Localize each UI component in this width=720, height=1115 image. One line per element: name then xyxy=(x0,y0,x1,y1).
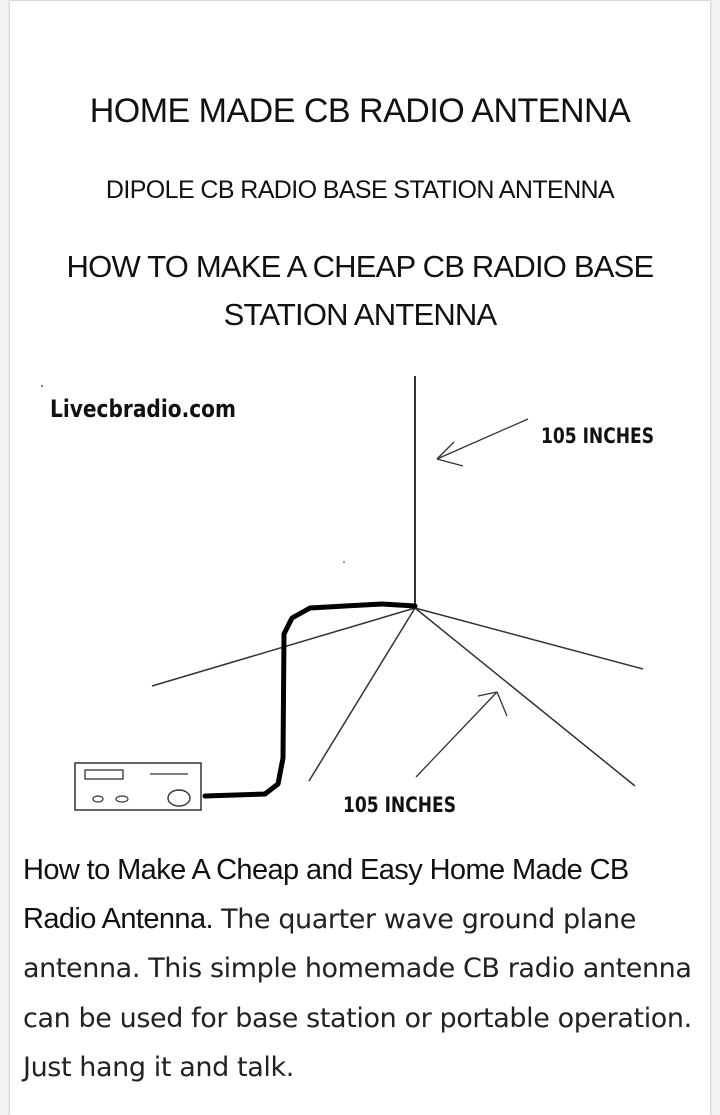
page-title: HOME MADE CB RADIO ANTENNA xyxy=(89,92,631,130)
antenna-diagram-svg: Livecbradio.com 105 INCHES 105 INCHES xyxy=(41,376,654,817)
radial-front-left xyxy=(308,607,416,782)
arrow-vertical-icon xyxy=(436,418,529,467)
body-rest-text: The quarter wave ground plane antenna. T… xyxy=(23,903,692,1084)
article-body: How to Make A Cheap and Easy Home Made C… xyxy=(23,846,695,1093)
section-heading: HOW TO MAKE A CHEAP CB RADIO BASE STATIO… xyxy=(66,249,655,332)
antenna-diagram-image[interactable]: Livecbradio.com 105 INCHES 105 INCHES xyxy=(10,356,710,826)
watermark-text: Livecbradio.com xyxy=(50,395,236,423)
coax-cable xyxy=(202,601,418,799)
radial-front-right xyxy=(414,607,636,787)
arrow-radial-icon xyxy=(415,691,508,778)
cb-radio-icon xyxy=(74,762,202,811)
radial-right xyxy=(414,607,644,670)
body-lead-text: How to Make A Cheap and Easy Home Made C… xyxy=(23,854,629,935)
label-radial-length: 105 INCHES xyxy=(343,793,456,817)
article-page[interactable]: HOME MADE CB RADIO ANTENNA DIPOLE CB RAD… xyxy=(10,0,710,1115)
label-vertical-length: 105 INCHES xyxy=(541,424,654,448)
page-subtitle: DIPOLE CB RADIO BASE STATION ANTENNA xyxy=(105,176,615,204)
